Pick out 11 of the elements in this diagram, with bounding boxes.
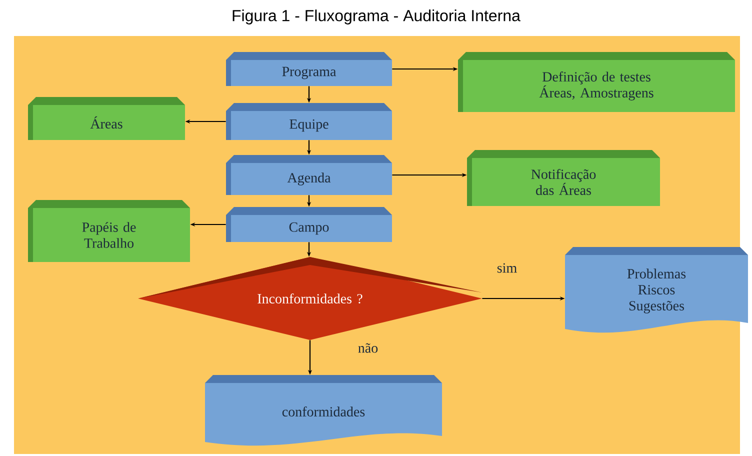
output-box: Definição de testes Áreas, Amostragens <box>458 52 735 112</box>
process-box: Equipe <box>226 103 392 140</box>
edge-label: não <box>356 342 380 354</box>
output-box: Papéis de Trabalho <box>28 200 190 262</box>
figure-title: Figura 1 - Fluxograma - Auditoria Interna <box>232 10 520 24</box>
process-box: Agenda <box>226 155 392 195</box>
process-box: Campo <box>226 207 392 242</box>
document-box: Problemas Riscos Sugestões <box>565 247 748 333</box>
output-box: Notificação das Áreas <box>467 150 660 206</box>
output-box: Áreas <box>28 97 185 140</box>
process-box: Programa <box>226 52 392 86</box>
